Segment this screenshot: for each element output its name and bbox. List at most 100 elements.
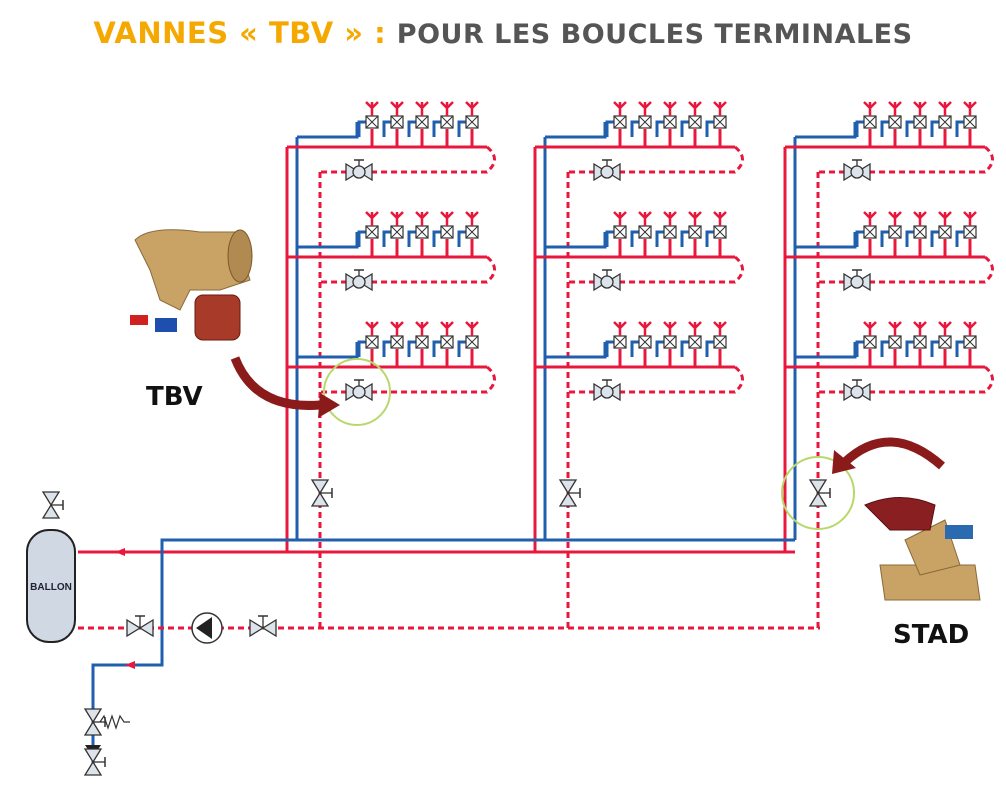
terminal-return [382,340,391,357]
terminal-emitter [963,211,977,226]
terminal-emitter [663,101,677,116]
terminal-return [880,340,889,357]
terminal-return [432,120,441,137]
terminal-cross [863,225,877,239]
valve-ball [352,275,366,289]
terminal-return [905,120,914,137]
terminal-unit [465,321,479,349]
terminal-unit [938,101,952,129]
terminal-cross [913,225,927,239]
terminal-emitter [365,211,379,226]
terminal-cross [365,335,379,349]
terminal-emitter [613,101,627,116]
floor-loop-return [318,145,496,177]
terminal-cross [415,115,429,129]
stad-highlight [781,456,855,530]
tbv-valve-photo [130,229,253,341]
terminal-emitter [465,211,479,226]
terminal-return [930,340,939,357]
terminal-emitter [888,211,902,226]
tbv-blue-handle [155,318,177,332]
terminal-cross [688,115,702,129]
floor-return-branch [545,232,607,249]
terminal-emitter [365,101,379,116]
terminal-unit [963,101,977,129]
terminal-unit [613,211,627,239]
terminal-return [382,120,391,137]
stad-arrowhead [832,450,856,474]
tbv-valve [843,269,871,292]
terminal-unit [863,101,877,129]
terminal-return [457,230,466,247]
title-highlight: VANNES « TBV » : [93,16,387,50]
tbv-valve [593,159,621,182]
tbv-valve [593,379,621,402]
terminal-unit [713,101,727,129]
terminal-unit [663,321,677,349]
terminal-unit [415,101,429,129]
terminal-cross [440,225,454,239]
tbv-red-handle [130,315,148,325]
floor-return-branch [297,232,359,249]
floor-loop-return [566,365,744,397]
terminal-cross [913,335,927,349]
tbv-valve [843,159,871,182]
terminal-return [655,230,664,247]
terminal-unit [913,101,927,129]
terminal-cross [415,335,429,349]
terminal-return [432,340,441,357]
terminal-emitter [713,211,727,226]
title-rest: POUR LES BOUCLES TERMINALES [396,19,913,50]
terminal-cross [713,335,727,349]
terminal-cross [390,225,404,239]
flow-arrows [115,548,135,669]
terminal-cross [963,335,977,349]
terminal-unit [888,101,902,129]
floor-loop-return [566,145,744,177]
stad-valve-photo [864,497,981,601]
floor-return-branch [297,122,359,139]
terminal-unit [888,211,902,239]
terminal-unit [613,101,627,129]
valve-ball [352,385,366,399]
tbv-red-cap [194,294,241,341]
terminal-return [955,340,964,357]
terminal-return [855,230,864,247]
terminal-emitter [415,101,429,116]
terminal-emitter [963,321,977,336]
terminal-emitter [888,321,902,336]
terminal-return [357,340,366,357]
terminal-return [705,340,714,357]
terminal-return [955,120,964,137]
terminal-return [855,120,864,137]
terminal-return [680,230,689,247]
terminal-cross [713,225,727,239]
isolation-valve [249,615,277,638]
terminal-emitter [938,211,952,226]
terminal-emitter [465,101,479,116]
terminal-unit [440,211,454,239]
terminal-unit [465,211,479,239]
terminal-return [855,340,864,357]
terminal-unit [713,321,727,349]
terminal-return [357,230,366,247]
floor-loop-return [318,255,496,287]
valve-ball [352,165,366,179]
ballon-tank [26,529,76,643]
terminal-cross [465,115,479,129]
terminal-emitter [613,211,627,226]
terminal-unit [913,321,927,349]
terminal-cross [963,115,977,129]
terminal-emitter [663,211,677,226]
tbv-highlight [323,358,391,426]
terminal-return [630,120,639,137]
terminal-emitter [390,101,404,116]
diagram-title: VANNES « TBV » : POUR LES BOUCLES TERMIN… [0,16,1006,50]
terminal-unit [938,211,952,239]
terminal-emitter [963,101,977,116]
terminal-emitter [365,321,379,336]
terminal-return [382,230,391,247]
terminal-return [930,120,939,137]
terminal-return [880,230,889,247]
terminal-unit [465,101,479,129]
